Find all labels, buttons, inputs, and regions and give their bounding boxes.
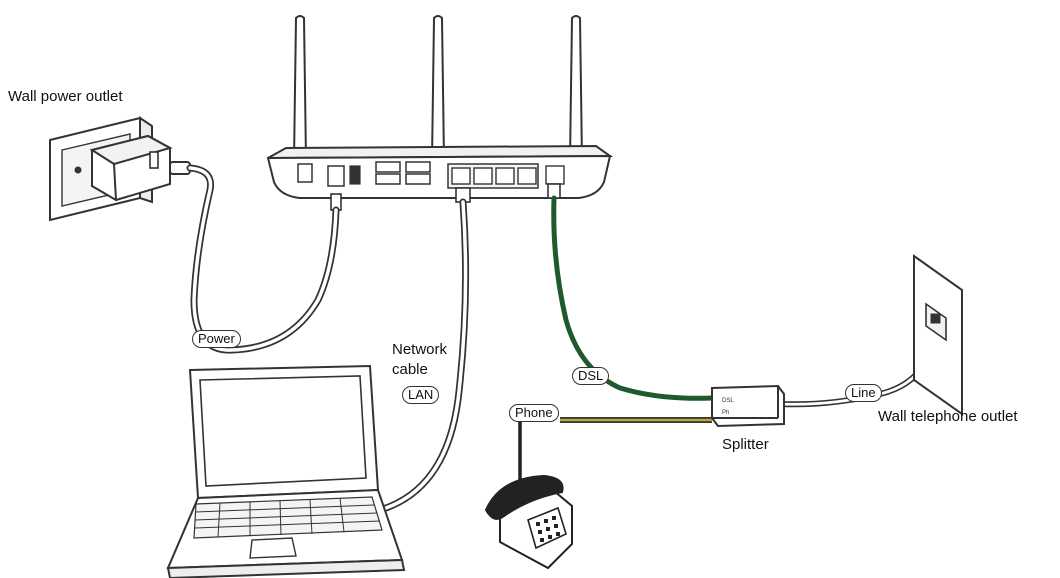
- dsl-cable-tag: DSL: [572, 367, 610, 385]
- antenna-icon: [292, 15, 584, 161]
- splitter-icon: DSL Ph: [711, 384, 785, 428]
- svg-text:Ph: Ph: [722, 410, 729, 416]
- wall-power-outlet-label: Wall power outlet: [8, 88, 123, 105]
- lan-cable-tag: LAN: [402, 386, 440, 404]
- router-icon: [266, 15, 614, 211]
- power-adapter-icon: [89, 134, 191, 202]
- phone-cable-tag: Phone: [509, 404, 559, 422]
- svg-text:DSL: DSL: [722, 398, 734, 404]
- line-cable-tag: Line: [845, 384, 882, 402]
- telephone-icon: [484, 474, 573, 570]
- wall-telephone-outlet-label: Wall telephone outlet: [878, 408, 1018, 425]
- laptop-icon: [166, 364, 406, 578]
- splitter-label: Splitter: [722, 436, 769, 453]
- dsl-cable: [551, 195, 715, 401]
- wall-jack-icon: [913, 254, 963, 416]
- power-cable-tag: Power: [192, 330, 241, 348]
- network-label: Network: [392, 341, 448, 358]
- cable-label: cable: [392, 361, 428, 378]
